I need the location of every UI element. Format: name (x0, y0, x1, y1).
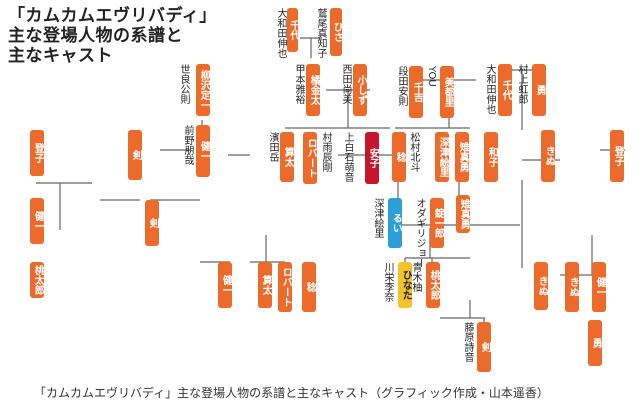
person-box: 桃太郎 (30, 262, 44, 298)
person-box: きぬ (541, 130, 555, 182)
person-box: 錠一郎 (430, 198, 444, 248)
person-box: 雉真勇 (455, 132, 469, 182)
actor-label: 深津絵里 (372, 198, 383, 238)
person-box: 柳沢定一 (196, 64, 210, 116)
person-box: 登子 (610, 130, 624, 182)
person-box: 稔 (302, 262, 316, 312)
person-box: ロバート (278, 262, 292, 312)
actor-label: 段田安則 (396, 66, 407, 106)
actor-label: オダギリジョー (414, 198, 425, 268)
person-box: 稔 (392, 132, 406, 182)
person-box: 健一 (218, 262, 232, 308)
person-box: ひなた (398, 262, 412, 308)
person-box: きぬ (534, 262, 548, 310)
actor-label: YOU (426, 66, 437, 87)
actor-label: 世良公則 (178, 64, 189, 104)
person-box: るい (388, 198, 402, 248)
person-box: 千代 (287, 8, 298, 52)
person-box: 桃太郎 (426, 262, 440, 308)
person-box: 健一 (30, 198, 44, 244)
title-line-1: 「カムカムエヴリバディ」 (8, 6, 217, 26)
actor-label: 上白石萌音 (342, 132, 353, 182)
actor-label: 大和田伸也 (275, 8, 286, 58)
person-box: 橘金太 (306, 64, 320, 116)
person-box: 登子 (30, 130, 44, 176)
person-box: 和子 (484, 132, 498, 182)
person-box: ひさ (330, 8, 342, 56)
actor-label: 松村北斗 (408, 132, 419, 172)
person-box: 算太 (258, 262, 272, 308)
title-line-3: 主なキャスト (8, 46, 113, 66)
person-box: きぬ (565, 262, 579, 312)
person-box: 健一 (196, 125, 210, 177)
person-box: ロバート (303, 132, 317, 184)
actor-label: 甲本雅裕 (293, 64, 304, 104)
actor-label: 藤原詩音 (462, 322, 473, 362)
actor-label: 大和田伸也 (484, 64, 495, 114)
title-line-2: 主な登場人物の系譜と (8, 26, 183, 46)
person-box: 健一 (592, 262, 606, 312)
actor-label: 村雨辰剛 (320, 132, 331, 172)
actor-label: 青木柚 (410, 262, 421, 292)
person-box: 剣 (477, 322, 491, 372)
person-box: 千吉 (409, 66, 423, 118)
person-box: 勇 (532, 64, 546, 116)
diagram-title: 「カムカムエヴリバディ」 主な登場人物の系譜と 主なキャスト (8, 6, 217, 66)
figure-caption: 「カムカムエヴリバディ」主な登場人物の系譜と主なキャスト（グラフィック作成・山本… (34, 386, 549, 400)
actor-label: 前野朋哉 (182, 125, 193, 165)
person-box: 小しず (353, 64, 367, 116)
person-box: 剣 (145, 200, 159, 246)
actor-label: 濱田岳 (267, 132, 278, 162)
person-box: 深津絵里 (435, 132, 449, 182)
person-box: 安子 (365, 132, 379, 184)
actor-label: 鷲尾真知子 (315, 8, 326, 58)
person-box: 千代 (498, 64, 512, 116)
actor-label: 川栄李奈 (382, 262, 393, 302)
actor-label: 西田尚美 (340, 64, 351, 104)
person-box: 雉真勇 (456, 195, 470, 233)
person-box: 美都里 (440, 66, 454, 118)
actor-label: 村上虹郎 (516, 64, 527, 104)
person-box: 剣 (128, 130, 142, 180)
person-box: 算太 (280, 132, 294, 182)
person-box: 勇 (588, 320, 602, 366)
